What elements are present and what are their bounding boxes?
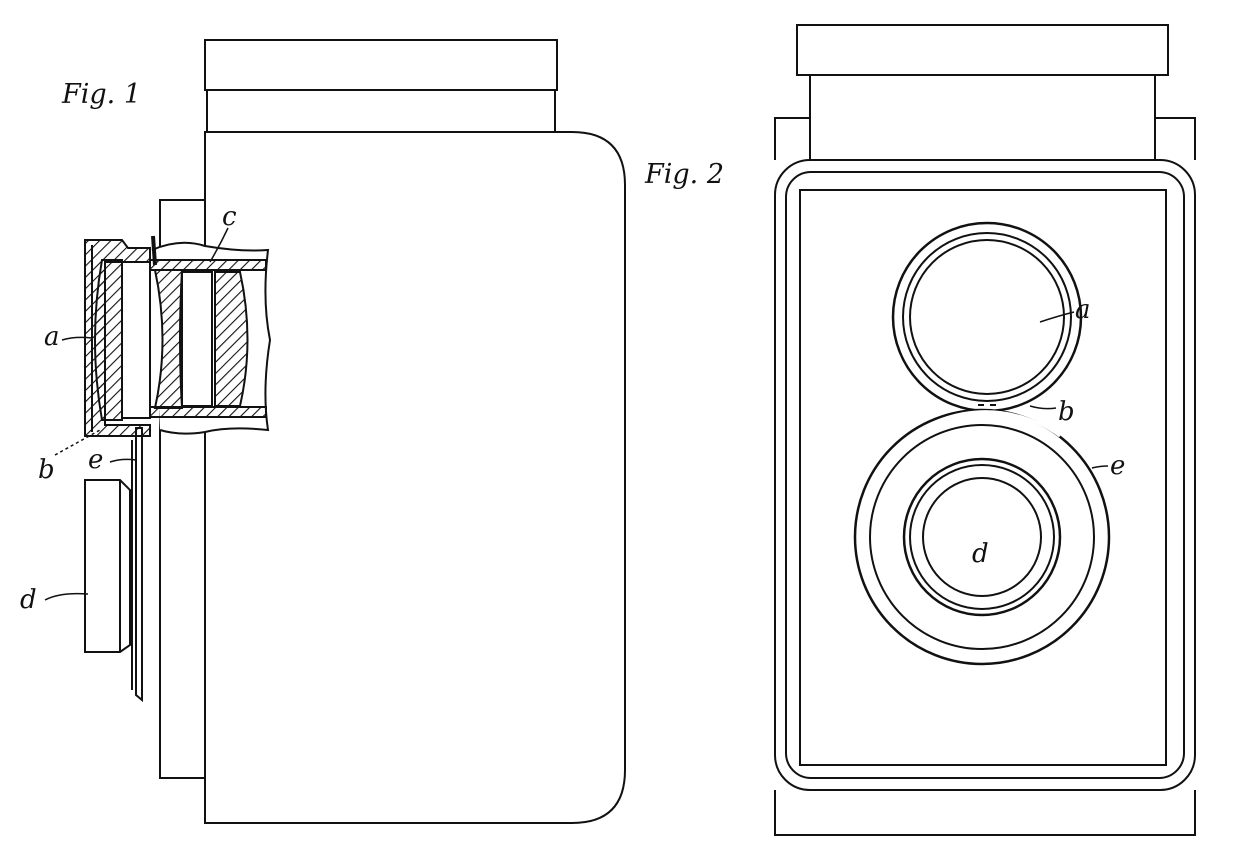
leader-c [209,227,229,263]
viewing-lens-mount [902,232,1072,402]
label-c: c [222,202,237,232]
taking-lens-mount [902,457,1062,617]
label-a: a [1075,295,1091,325]
leader-b [54,429,101,456]
front-panel-inner [785,171,1185,779]
rear-lens-element [214,271,249,407]
taking-lens-d [922,477,1042,597]
taking-lens-mount-inner [909,464,1055,610]
plate-e [135,427,143,703]
label-a: a [44,322,60,352]
front-panel-outer [774,159,1196,791]
viewfinder-hood-top [204,39,558,91]
label-b: b [1058,397,1075,427]
viewfinder-hood-top [796,24,1169,76]
label-e: e [88,445,103,475]
label-d: d [20,585,37,615]
overlap-mask [893,410,1061,452]
leader-b [1029,405,1057,410]
air-gap-2 [181,271,213,407]
back-plate [774,117,1196,836]
viewing-lens-a [909,239,1065,395]
figure-2-front-view: Fig. 2 a b e d [644,24,1196,836]
air-gap-1 [121,261,151,419]
figure-2-title: Fig. 2 [644,159,724,190]
middle-lens-element [153,269,184,409]
figure-1-title: Fig. 1 [61,79,141,110]
label-b: b [38,455,55,485]
front-plate [799,189,1167,766]
leader-e [1091,465,1109,469]
viewfinder-hood-band [206,89,556,133]
taking-lens-ring-e [853,408,1111,666]
figure-1-side-view: Fig. 1 a b c d e [20,39,626,824]
back-plate [159,199,205,779]
viewing-lens-ring-b [891,221,1083,413]
camera-body [204,131,626,824]
front-lens-element [94,259,123,421]
tube-wall-top [149,259,267,271]
viewfinder-hood-sides [809,75,1156,160]
lens-cap-d [84,479,131,653]
label-d: d [972,539,989,569]
taking-lens-ring-inner [869,424,1095,650]
leader-e [109,458,137,463]
leader-a [1039,311,1075,323]
shutter-pin [151,235,157,266]
label-e: e [1110,451,1125,481]
leader-a [61,336,93,341]
leader-d [44,592,89,601]
